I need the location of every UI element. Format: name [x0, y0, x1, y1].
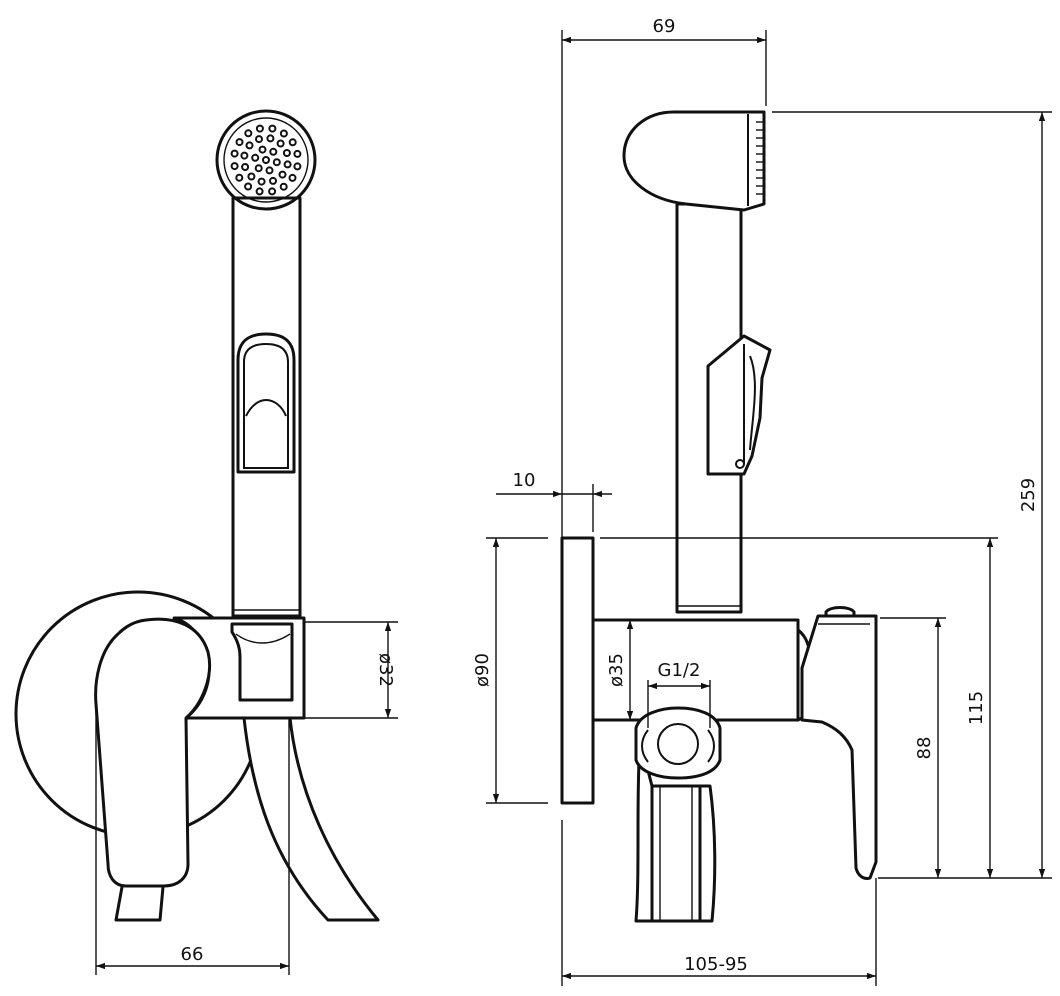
side-head-nozzles — [756, 121, 764, 195]
nozzle-hole — [230, 162, 239, 171]
nozzle-hole — [269, 176, 277, 185]
nozzle-hole — [255, 135, 263, 144]
g12-center — [657, 723, 699, 765]
wall-plate — [560, 536, 595, 805]
hose — [242, 716, 380, 922]
nozzle-hole — [279, 182, 288, 191]
nozzle-hole — [268, 124, 277, 133]
trigger-grip — [245, 398, 287, 417]
nozzle-hole — [235, 173, 244, 182]
nozzle-hole — [258, 145, 267, 154]
handle-lever — [94, 617, 211, 888]
nozzle-hole — [255, 124, 264, 133]
dim-g12-label: G1/2 — [658, 660, 701, 681]
nozzle-hole — [244, 182, 253, 191]
g12-right-lobe — [707, 729, 715, 763]
nozzle-hole — [278, 170, 287, 179]
dim-90-label: ø90 — [472, 653, 493, 687]
nozzle-hole — [241, 163, 250, 171]
hose-side-right — [698, 784, 717, 923]
side-view: 69 10 ø90 ø35 G1/2 105-95 259 — [472, 16, 1052, 986]
hose-side-left — [634, 738, 654, 923]
nozzle-hole — [276, 139, 285, 148]
nozzle-hole — [244, 129, 253, 138]
dim-259-label: 259 — [1018, 478, 1039, 512]
trigger-button — [236, 332, 296, 474]
nozzle-hole — [283, 160, 292, 169]
dim-115-label: 115 — [966, 691, 987, 725]
shower-holder — [230, 622, 294, 702]
dim-66-label: 66 — [181, 944, 204, 965]
dim-69-label: 69 — [653, 16, 676, 37]
side-lever — [800, 614, 878, 880]
nozzle-hole — [240, 151, 249, 160]
nozzle-hole — [245, 141, 254, 150]
dim-88-label: 88 — [914, 737, 935, 760]
side-trigger-curve — [749, 355, 756, 451]
nozzle-hole — [268, 187, 277, 196]
dim-32-label: ø32 — [375, 653, 396, 687]
dim-35-label: ø35 — [606, 653, 627, 687]
side-trigger — [706, 334, 772, 476]
nozzle-hole — [272, 158, 281, 167]
shower-head-inner — [223, 117, 309, 203]
g12-nut — [634, 706, 722, 780]
nozzle-pattern — [230, 124, 302, 196]
nozzle-hole — [288, 138, 297, 147]
nozzle-hole — [257, 177, 266, 186]
front-view: 66 ø32 — [14, 109, 398, 975]
trigger-pivot — [735, 459, 745, 469]
nozzle-hole — [269, 147, 278, 156]
g12-left-lobe — [641, 729, 649, 763]
trigger-inner — [243, 342, 289, 469]
nozzle-hole — [265, 166, 274, 175]
holder-clip — [235, 633, 291, 644]
dim-105-label: 105-95 — [684, 954, 748, 975]
nozzle-hole — [230, 149, 239, 158]
nozzle-hole — [247, 172, 256, 181]
nozzle-hole — [288, 173, 297, 182]
nozzle-hole — [279, 129, 288, 138]
nozzle-hole — [251, 153, 260, 162]
shower-head — [215, 109, 317, 211]
nozzle-hole — [282, 149, 291, 157]
nozzle-hole — [254, 164, 263, 173]
side-head — [622, 110, 766, 212]
nozzle-hole — [255, 187, 264, 196]
dim-10-label: 10 — [513, 470, 536, 491]
connector-body — [650, 784, 702, 923]
nozzle-hole — [262, 156, 270, 164]
nozzle-hole — [293, 162, 302, 171]
nozzle-hole — [235, 138, 244, 147]
nozzle-hole — [293, 149, 302, 158]
nozzle-hole — [266, 134, 275, 143]
